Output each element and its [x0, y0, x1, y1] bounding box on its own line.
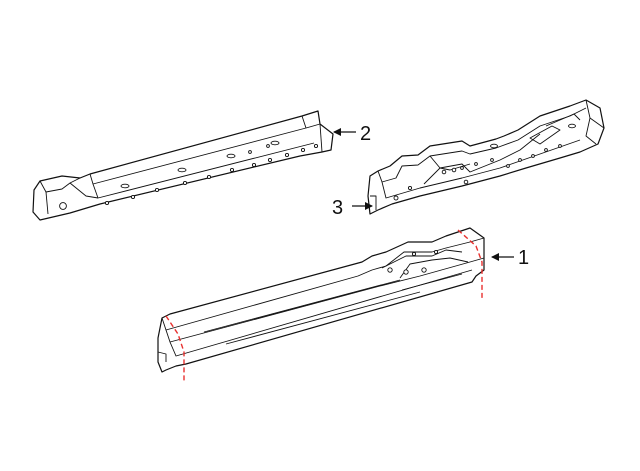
part-3-holes	[393, 123, 576, 201]
part-2-holes	[104, 140, 319, 206]
part-2-reinforcement[interactable]	[32, 110, 334, 221]
callout-1: 1	[491, 247, 529, 269]
callout-label-1: 1	[518, 247, 529, 269]
part-1-rocker-panel[interactable]	[157, 227, 485, 373]
callout-label-2: 2	[360, 123, 371, 145]
callout-2: 2	[333, 123, 371, 145]
cut-line-front	[165, 315, 185, 382]
part-3-step-rail[interactable]	[367, 99, 605, 215]
cut-lines	[165, 229, 483, 382]
callout-3: 3	[332, 197, 373, 219]
callout-label-3: 3	[332, 197, 343, 219]
cut-line-rear	[457, 229, 483, 300]
